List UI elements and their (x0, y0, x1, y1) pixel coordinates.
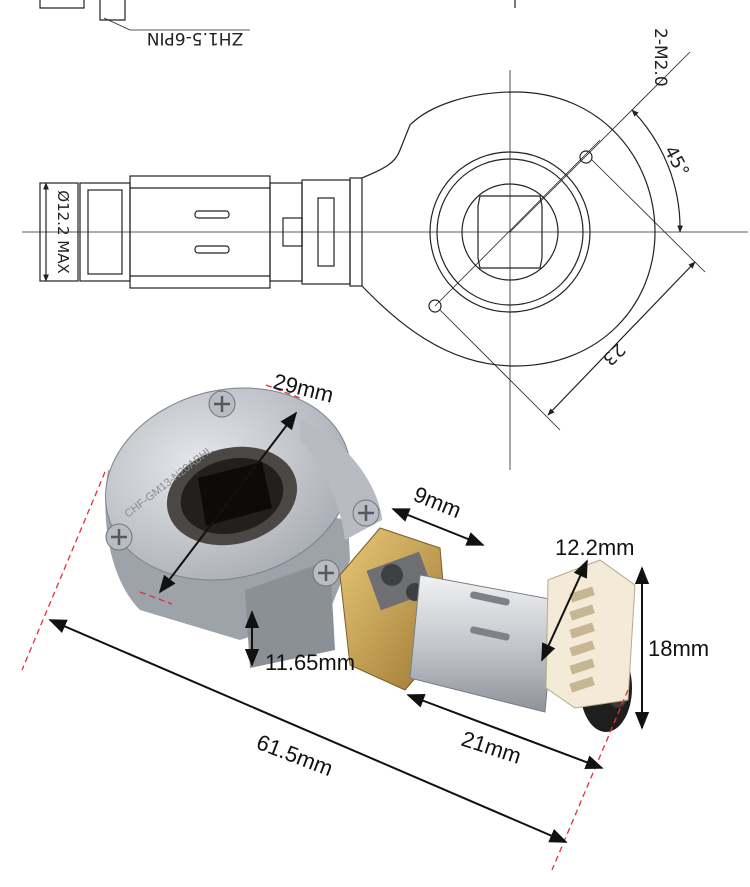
dim-label-thickness: 11.65mm (265, 650, 355, 675)
dim-extension-box (39, 182, 79, 282)
hole-spacing-dim (547, 261, 696, 416)
connector-inner (87, 189, 123, 275)
hole-spacing-label: 23 (598, 338, 629, 369)
diagonal-centerline (434, 139, 601, 307)
mount-hole-top (579, 150, 593, 164)
hole-spec-label: 2-M2.0 (650, 28, 670, 87)
dim-gearbox (391, 508, 485, 546)
dim-total-length (48, 619, 568, 843)
mount-hole-bottom (428, 299, 442, 313)
dim-label-height: 18mm (648, 636, 709, 661)
dim-bore (158, 411, 298, 594)
red-dash-bore-top (265, 384, 301, 399)
motor-slot-bottom (194, 245, 230, 254)
screw-icon (352, 499, 380, 527)
angle-arc (631, 109, 684, 233)
hole-spacing-ext-bottom (439, 309, 561, 431)
d-shaft-bore (477, 195, 543, 269)
dim-label-gearbox: 9mm (410, 481, 465, 522)
product-photo: CHF-GM13-N20ABHL (105, 387, 636, 732)
motor-slot (470, 591, 510, 606)
encoder-outline (361, 91, 656, 367)
gear-plate-inner (317, 197, 335, 267)
diameter-label: Ø12.2 MAX (54, 190, 72, 273)
dimension-lines (48, 411, 650, 843)
motor-slot-top (194, 210, 230, 219)
connector-label: ZH1.5-6PIN (147, 28, 243, 48)
screw-icon (208, 390, 236, 418)
dim-label-motor-dia: 12.2mm (555, 535, 634, 560)
technical-drawing (22, 0, 748, 470)
connector-leader (103, 17, 250, 31)
connector-outline-top (39, 0, 85, 9)
dim-label-motor-length: 21mm (458, 726, 524, 769)
angle-label: 45° (660, 142, 694, 180)
connector-pin-outline (99, 0, 126, 21)
encoder-housing-edge (349, 177, 363, 287)
screw-icon (105, 523, 133, 551)
hole-spacing-ext-top (591, 159, 706, 273)
hole-leader (509, 51, 691, 233)
screw-icon (312, 559, 340, 587)
red-dash-left (21, 471, 106, 671)
red-dash-bore-bottom (139, 591, 173, 605)
